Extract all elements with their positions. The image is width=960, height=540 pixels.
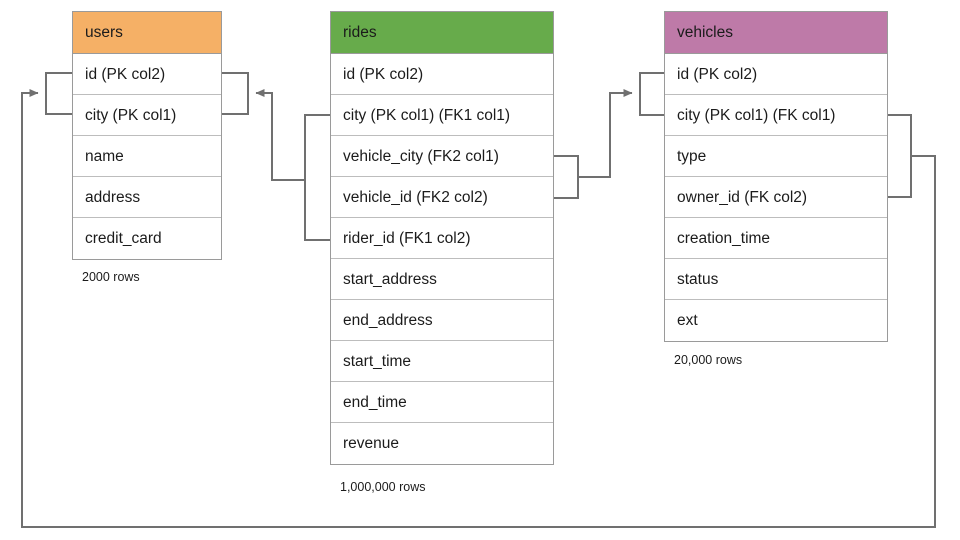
users-left-bracket <box>45 72 72 115</box>
field-rides-vehicle-id[interactable]: vehicle_id (FK2 col2) <box>331 177 553 218</box>
field-vehicles-creation-time[interactable]: creation_time <box>665 218 887 259</box>
entity-users-title: users <box>73 12 221 54</box>
field-rides-start-address[interactable]: start_address <box>331 259 553 300</box>
field-rides-rider-id[interactable]: rider_id (FK1 col2) <box>331 218 553 259</box>
field-users-address[interactable]: address <box>73 177 221 218</box>
entity-vehicles[interactable]: vehicles id (PK col2) city (PK col1) (FK… <box>664 11 888 342</box>
users-right-bracket <box>222 72 249 115</box>
field-rides-city[interactable]: city (PK col1) (FK1 col1) <box>331 95 553 136</box>
field-vehicles-status[interactable]: status <box>665 259 887 300</box>
field-vehicles-city[interactable]: city (PK col1) (FK col1) <box>665 95 887 136</box>
field-rides-start-time[interactable]: start_time <box>331 341 553 382</box>
vehicles-left-bracket <box>639 72 664 116</box>
rides-fk1-bracket <box>304 114 330 241</box>
field-users-name[interactable]: name <box>73 136 221 177</box>
field-vehicles-type[interactable]: type <box>665 136 887 177</box>
field-vehicles-owner-id[interactable]: owner_id (FK col2) <box>665 177 887 218</box>
rowcount-vehicles: 20,000 rows <box>674 353 743 367</box>
field-vehicles-id[interactable]: id (PK col2) <box>665 54 887 95</box>
entity-rides[interactable]: rides id (PK col2) city (PK col1) (FK1 c… <box>330 11 554 465</box>
field-users-id[interactable]: id (PK col2) <box>73 54 221 95</box>
relationship-rides-fk1-users <box>255 89 305 181</box>
field-rides-vehicle-city[interactable]: vehicle_city (FK2 col1) <box>331 136 553 177</box>
entity-users[interactable]: users id (PK col2) city (PK col1) name a… <box>72 11 222 260</box>
rides-fk2-bracket <box>554 155 579 199</box>
rowcount-rides: 1,000,000 rows <box>340 480 426 494</box>
vehicles-right-bracket <box>888 114 912 198</box>
field-rides-end-address[interactable]: end_address <box>331 300 553 341</box>
field-vehicles-ext[interactable]: ext <box>665 300 887 341</box>
field-users-city[interactable]: city (PK col1) <box>73 95 221 136</box>
field-rides-end-time[interactable]: end_time <box>331 382 553 423</box>
relationship-vehicles-fk-users <box>21 89 936 528</box>
relationship-rides-fk2-vehicles <box>578 89 633 178</box>
rowcount-users: 2000 rows <box>82 270 140 284</box>
field-rides-revenue[interactable]: revenue <box>331 423 553 464</box>
field-users-credit-card[interactable]: credit_card <box>73 218 221 259</box>
field-rides-id[interactable]: id (PK col2) <box>331 54 553 95</box>
entity-rides-title: rides <box>331 12 553 54</box>
entity-vehicles-title: vehicles <box>665 12 887 54</box>
